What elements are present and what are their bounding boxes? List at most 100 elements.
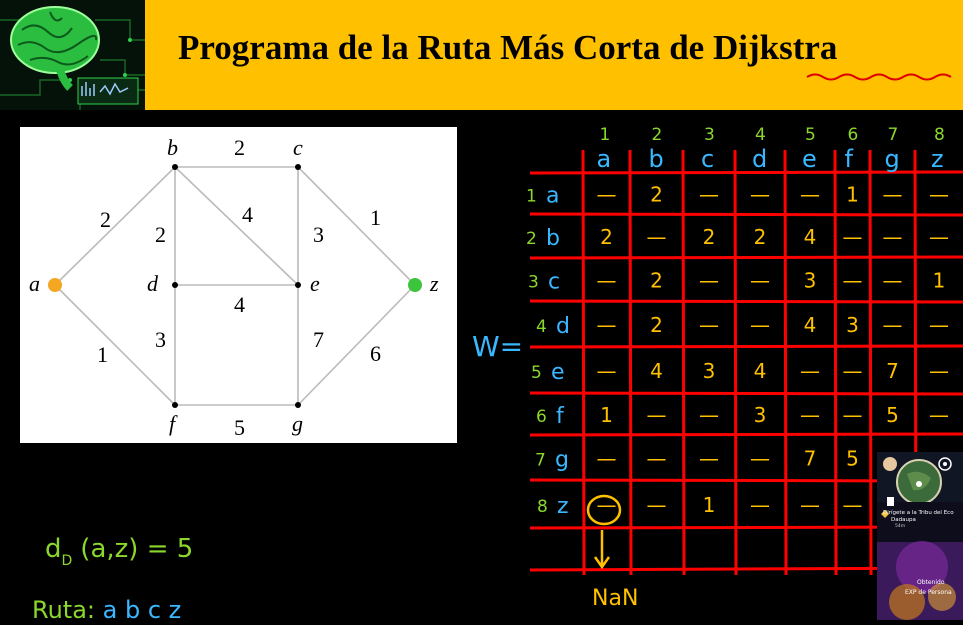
graph-edge-gz (297, 284, 416, 406)
matrix-grid-row-line (529, 212, 963, 217)
matrix-col-index: 1 (600, 125, 611, 145)
matrix-grid-row-line (529, 344, 963, 349)
matrix-cell: 4 (650, 359, 663, 383)
matrix-cell: 1 (933, 269, 946, 293)
matrix-cell: 3 (804, 269, 817, 293)
down-arrow-icon (593, 530, 611, 570)
matrix-cell: 4 (804, 225, 817, 249)
eye-icon (938, 457, 952, 471)
graph-node-d (172, 282, 178, 288)
matrix-grid-col-line (628, 149, 633, 576)
matrix-grid-row-line (529, 432, 963, 437)
matrix-cell: — (843, 403, 863, 427)
matrix-row-letter: c (548, 270, 560, 295)
matrix-cell: — (750, 183, 770, 207)
graph-node-c (295, 164, 301, 170)
graph-node-z (408, 278, 422, 292)
matrix-cell: — (800, 493, 820, 517)
graph-edge-be (174, 166, 299, 286)
matrix-row-letter: e (551, 360, 565, 385)
game-overlay: Dirígete a la Tribu del Eco Dadaupa 54m … (877, 452, 963, 620)
matrix-grid-col-line (868, 149, 873, 576)
matrix-row-letter: g (555, 448, 569, 473)
matrix-col-letter: g (885, 145, 900, 173)
node-label-d: d (147, 271, 159, 296)
matrix-cell: 4 (804, 313, 817, 337)
matrix-cell: 5 (846, 447, 859, 471)
node-label-z: z (429, 271, 439, 296)
edge-weight-ce: 3 (313, 222, 324, 247)
matrix-col-letter: e (802, 145, 817, 173)
edge-weight-df: 3 (155, 327, 166, 352)
edge-weight-cz: 1 (370, 205, 381, 230)
matrix-col-index: 5 (805, 125, 816, 145)
matrix-cell: — (597, 359, 617, 383)
matrix-cell: — (750, 313, 770, 337)
quest-icon (887, 497, 894, 506)
matrix-cell: — (929, 183, 949, 207)
quest-text: Dirígete a la Tribu del Eco (883, 509, 954, 516)
circled-cell-marker (586, 494, 622, 526)
brain-logo (0, 0, 145, 110)
matrix-row-letter: d (556, 314, 570, 339)
matrix-row-letter: a (546, 184, 559, 209)
graph-node-f (172, 402, 178, 408)
matrix-cell: 2 (754, 225, 767, 249)
matrix-row-index: 1 (526, 187, 537, 207)
matrix-cell: — (800, 359, 820, 383)
reward-text: EXP de Persona (905, 589, 952, 596)
matrix-cell: 2 (600, 225, 613, 249)
node-label-g: g (292, 411, 303, 436)
node-label-a: a (29, 271, 40, 296)
matrix-cell: — (750, 447, 770, 471)
matrix-label: W= (472, 330, 523, 363)
matrix-cell: — (597, 447, 617, 471)
matrix-row-index: 5 (531, 363, 542, 383)
matrix-cell: — (843, 493, 863, 517)
matrix-grid-col-line (581, 149, 586, 576)
matrix-cell: — (647, 225, 667, 249)
matrix-col-letter: z (931, 145, 944, 173)
matrix-cell: 1 (703, 493, 716, 517)
graph-node-e (295, 282, 301, 288)
matrix-cell: — (883, 225, 903, 249)
matrix-col-letter: d (752, 145, 767, 173)
matrix-col-index: 4 (755, 125, 766, 145)
matrix-col-letter: c (701, 145, 714, 173)
edge-weight-ab: 2 (100, 207, 111, 232)
avatar-icon (883, 457, 897, 471)
matrix-cell: — (699, 269, 719, 293)
matrix-cell: 4 (754, 359, 767, 383)
matrix-grid-col-line (783, 149, 788, 576)
matrix-col-index: 7 (888, 125, 899, 145)
matrix-cell: — (647, 493, 667, 517)
graph-node-b (172, 164, 178, 170)
edge-weight-de: 4 (234, 292, 245, 317)
graph-node-a (48, 278, 62, 292)
graph-edge-cz (297, 166, 416, 286)
matrix-cell: 3 (754, 403, 767, 427)
matrix-cell: — (699, 183, 719, 207)
edge-weight-be: 4 (242, 202, 253, 227)
route-note: Ruta: a b c z (32, 596, 181, 620)
matrix-cell: 5 (886, 403, 899, 427)
matrix-col-index: 6 (848, 125, 859, 145)
matrix-cell: — (597, 183, 617, 207)
matrix-cell: — (929, 225, 949, 249)
quest-distance: 54m (895, 523, 905, 529)
matrix-cell: 2 (650, 269, 663, 293)
edge-weight-bd: 2 (155, 222, 166, 247)
matrix-row-index: 3 (528, 273, 539, 293)
edge-weight-eg: 7 (313, 327, 324, 352)
matrix-cell: 1 (600, 403, 613, 427)
matrix-cell: — (597, 313, 617, 337)
matrix-cell: — (929, 403, 949, 427)
matrix-row-letter: f (556, 404, 565, 429)
edge-weight-bc: 2 (234, 135, 245, 160)
matrix-col-index: 2 (652, 125, 663, 145)
matrix-cell: — (883, 313, 903, 337)
matrix-cell: — (883, 183, 903, 207)
matrix-cell: — (597, 493, 617, 517)
matrix-col-index: 8 (934, 125, 945, 145)
